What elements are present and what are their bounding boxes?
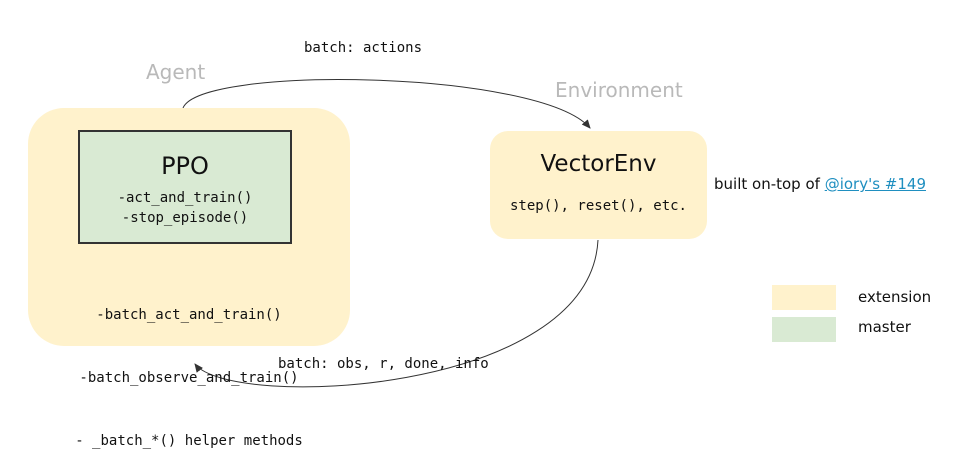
ppo-methods: -act_and_train() -stop_episode() — [80, 188, 290, 228]
legend-label-master: master — [858, 318, 911, 336]
actions-arrow-label: batch: actions — [304, 40, 423, 56]
ppo-node: PPO -act_and_train() -stop_episode() — [78, 130, 292, 244]
flow-arrows — [182, 79, 599, 388]
observations-arrow — [194, 239, 599, 388]
vectorenv-title: VectorEnv — [540, 151, 657, 177]
ppo-method: -stop_episode() — [121, 210, 249, 226]
environment-label: Environment — [555, 78, 683, 102]
attribution-prefix: built on-top of — [714, 175, 825, 193]
vectorenv-node: VectorEnv step(), reset(), etc. — [490, 131, 707, 239]
agent-method: - _batch_*() helper methods — [75, 433, 303, 449]
actions-arrow — [182, 79, 591, 129]
legend-swatch-extension — [772, 285, 836, 310]
observations-arrow-label: batch: obs, r, done, info — [278, 356, 489, 372]
vectorenv-methods: step(), reset(), etc. — [509, 198, 687, 214]
legend-label-extension: extension — [858, 288, 932, 306]
agent-method: -batch_act_and_train() — [96, 307, 282, 323]
legend-swatch-master — [772, 317, 836, 342]
ppo-title: PPO — [161, 152, 209, 180]
agent-methods: -batch_act_and_train() -batch_observe_an… — [28, 263, 350, 473]
agent-label: Agent — [146, 60, 206, 84]
attribution-link[interactable]: @iory's #149 — [824, 175, 926, 193]
attribution-note: built on-top of @iory's #149 — [714, 175, 926, 193]
ppo-method: -act_and_train() — [117, 190, 253, 206]
agent-method: -batch_observe_and_train() — [79, 370, 299, 386]
